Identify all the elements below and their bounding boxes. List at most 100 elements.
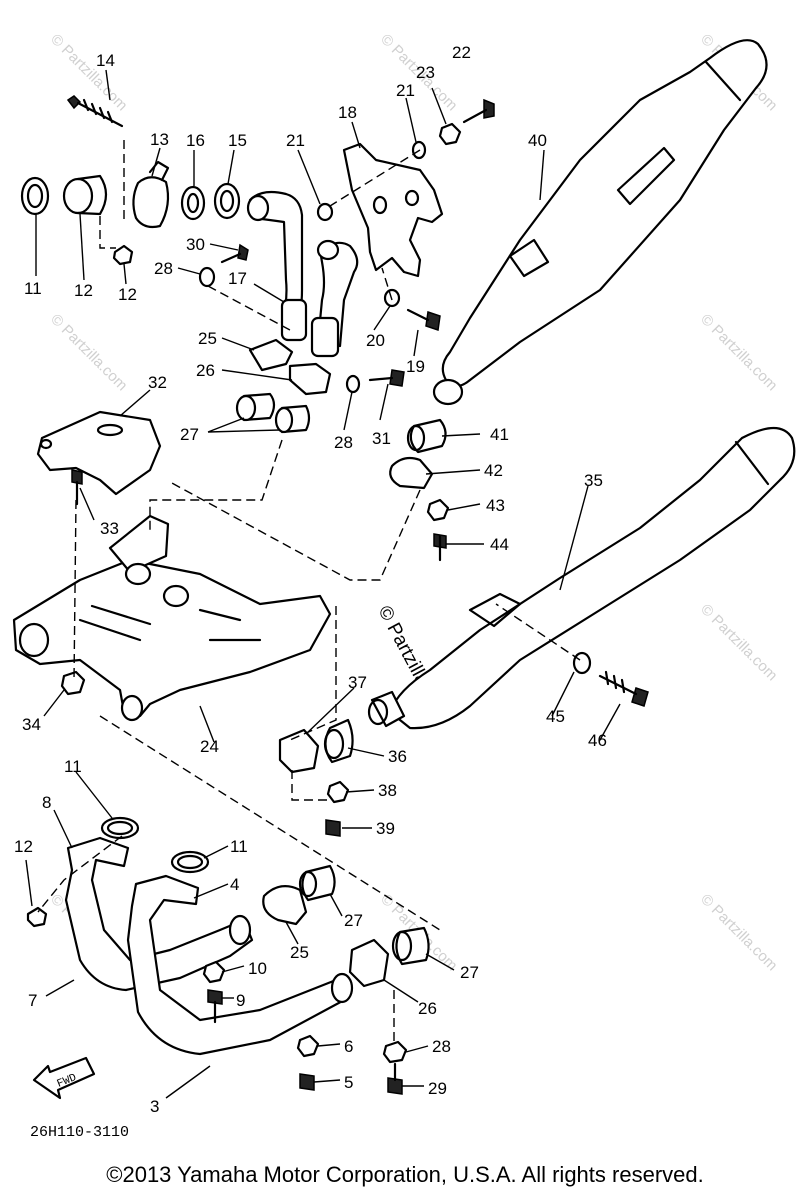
seal-15	[213, 182, 241, 220]
callout-41: 41	[490, 425, 509, 444]
exhaust-gasket-11	[20, 176, 50, 216]
bolt-46	[598, 670, 649, 707]
watermark: © Partzilla.com	[697, 601, 780, 684]
bracket-32	[36, 410, 162, 496]
clamp-26-lower	[348, 938, 390, 988]
callout-20: 20	[366, 331, 385, 350]
callout-27-c: 27	[460, 963, 479, 982]
callout-32: 32	[148, 373, 167, 392]
collector-24	[12, 514, 332, 722]
exhaust-joint-12	[62, 174, 108, 216]
bolt-22	[462, 98, 495, 124]
gasket-36	[323, 718, 354, 764]
bracket-18	[342, 142, 444, 278]
nut-23	[438, 122, 462, 146]
ring-27-lower-a	[298, 864, 336, 902]
callout-27-b: 27	[344, 911, 363, 930]
callout-11-c: 11	[230, 837, 248, 856]
bolt-39	[325, 819, 341, 837]
callout-16: 16	[186, 131, 205, 150]
callout-8: 8	[42, 793, 51, 812]
washer-45	[572, 651, 592, 675]
callout-15: 15	[228, 131, 247, 150]
callout-7: 7	[28, 991, 37, 1010]
gasket-41	[406, 418, 447, 454]
callout-21-a: 21	[286, 131, 305, 150]
diagram-code: 26H110-3110	[30, 1124, 129, 1141]
bolt-5	[299, 1073, 315, 1091]
bolt-31	[368, 369, 405, 387]
callout-30: 30	[186, 235, 205, 254]
exhaust-pipe-7	[64, 836, 254, 992]
callout-29: 29	[428, 1079, 447, 1098]
callout-28-c: 28	[432, 1037, 451, 1056]
clamp-25-upper	[248, 338, 294, 372]
muffler-40	[432, 39, 768, 406]
nut-34	[60, 670, 86, 696]
callout-19: 19	[406, 357, 425, 376]
bolt-30	[220, 243, 249, 264]
callout-27-a: 27	[180, 425, 199, 444]
callout-12-c: 12	[14, 837, 33, 856]
callout-39: 39	[376, 819, 395, 838]
clamp-42	[389, 456, 434, 490]
callout-17: 17	[228, 269, 247, 288]
callout-44: 44	[490, 535, 509, 554]
callout-3: 3	[150, 1097, 159, 1116]
callouts: 14 13 16 15 21 18 21 23 22 40 11 12 12 3…	[14, 43, 607, 1116]
nut-12-small	[112, 244, 134, 266]
nut-38	[326, 780, 350, 804]
exhaust-pipe-3	[126, 874, 354, 1056]
callout-11-b: 11	[64, 757, 82, 776]
nut-43	[426, 498, 450, 522]
exhaust-clamp-13	[132, 160, 170, 229]
nut-6	[296, 1034, 320, 1058]
callout-4: 4	[230, 875, 239, 894]
bolt-44	[433, 533, 447, 562]
callout-6: 6	[344, 1037, 353, 1056]
washer-21-a	[316, 202, 334, 222]
assembly-lines	[37, 140, 581, 1046]
nut-12-lower	[26, 906, 48, 928]
watermark: © Partzilla.com	[47, 31, 130, 114]
callout-25-b: 25	[290, 943, 309, 962]
nut-10	[202, 960, 226, 984]
callout-10: 10	[248, 959, 267, 978]
callout-18: 18	[338, 103, 357, 122]
bolt-9	[207, 989, 223, 1024]
watermark: © Partzilla.com	[697, 891, 780, 974]
copyright-notice: ©2013 Yamaha Motor Corporation, U.S.A. A…	[106, 1162, 704, 1187]
callout-31: 31	[372, 429, 391, 448]
callout-35: 35	[584, 471, 603, 490]
callout-9: 9	[236, 991, 245, 1010]
watermark: © Partzilla.com	[47, 311, 130, 394]
clamp-25-lower	[262, 885, 308, 926]
washer-28-upper	[198, 266, 216, 288]
callout-12-b: 12	[118, 285, 137, 304]
callout-37: 37	[348, 673, 367, 692]
bolt-29	[387, 1062, 403, 1095]
clamp-37	[278, 728, 320, 774]
callout-42: 42	[484, 461, 503, 480]
nut-28-lower	[382, 1040, 408, 1064]
callout-28-a: 28	[154, 259, 173, 278]
muffler-35	[367, 426, 796, 730]
callout-43: 43	[486, 496, 505, 515]
callout-14: 14	[96, 51, 115, 70]
callout-11-a: 11	[24, 279, 42, 298]
callout-26-b: 26	[418, 999, 437, 1018]
ring-27-upper	[235, 392, 311, 434]
exhaust-pipe-17	[246, 190, 359, 358]
ring-27-lower-b	[391, 926, 430, 966]
callout-38: 38	[378, 781, 397, 800]
callout-24: 24	[200, 737, 219, 756]
bolt-14	[66, 95, 124, 128]
callout-13: 13	[150, 130, 169, 149]
bolt-33	[71, 469, 83, 506]
callout-22: 22	[452, 43, 471, 62]
callout-45: 45	[546, 707, 565, 726]
callout-12-a: 12	[74, 281, 93, 300]
callout-36: 36	[388, 747, 407, 766]
washer-20	[383, 288, 401, 308]
